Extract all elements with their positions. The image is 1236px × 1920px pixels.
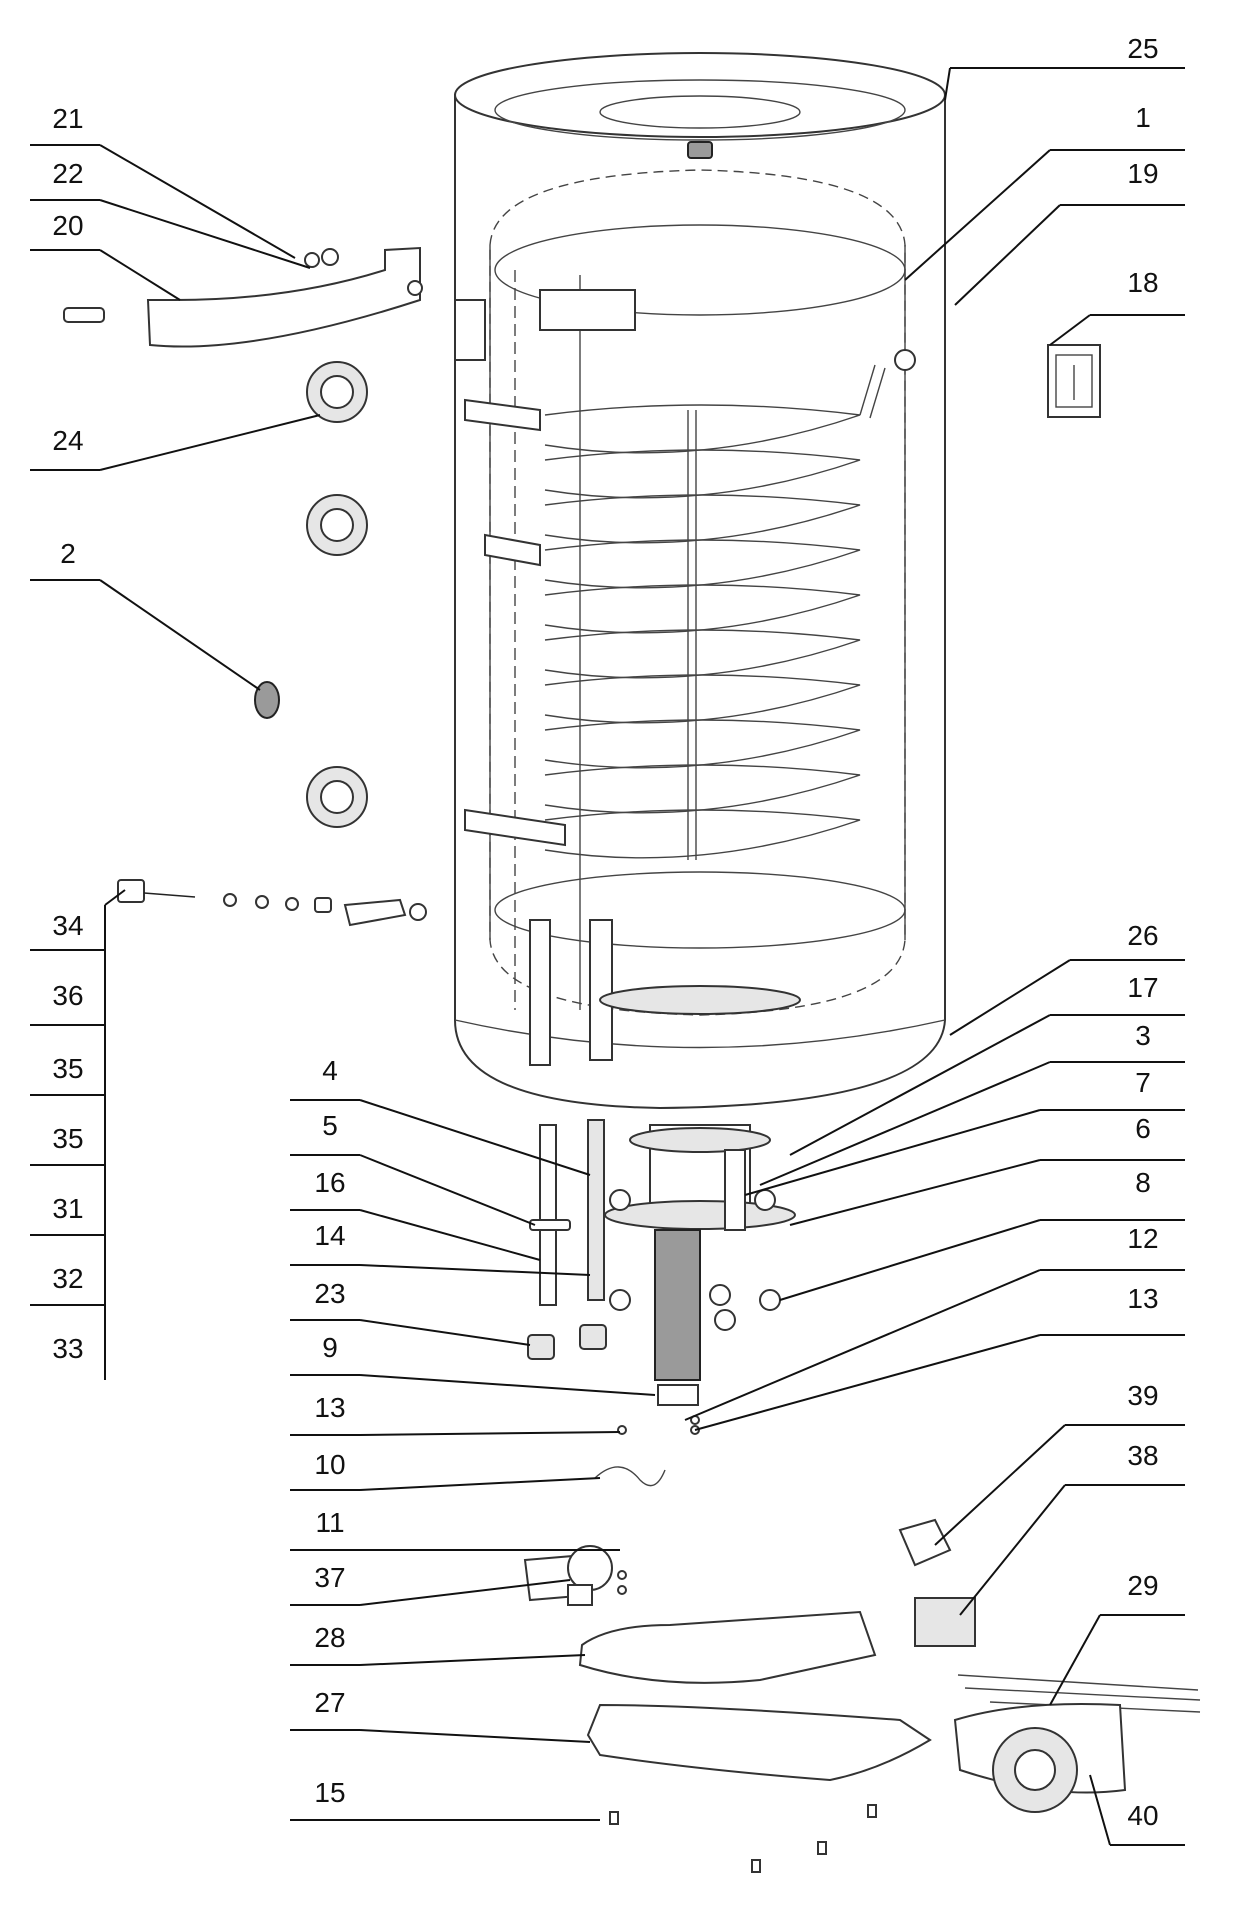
- callout-13-left: 13: [314, 1392, 345, 1423]
- callout-14: 14: [314, 1220, 345, 1251]
- callout-3: 3: [1135, 1020, 1151, 1051]
- electrical-components: [898, 1518, 1201, 1713]
- callout-37: 37: [314, 1562, 345, 1593]
- callout-2: 2: [60, 538, 76, 569]
- callout-26: 26: [1127, 920, 1158, 951]
- callout-12: 12: [1127, 1223, 1158, 1254]
- callout-25: 25: [1127, 33, 1158, 64]
- callout-13-right: 13: [1127, 1283, 1158, 1314]
- callout-35-b: 35: [52, 1123, 83, 1154]
- callout-15: 15: [314, 1777, 345, 1808]
- callout-7: 7: [1135, 1067, 1151, 1098]
- callout-32: 32: [52, 1263, 83, 1294]
- thermostat-wiring: [594, 1415, 700, 1487]
- callout-1: 1: [1135, 102, 1151, 133]
- heater-flange-assembly: [604, 1124, 796, 1406]
- callout-34: 34: [52, 910, 83, 941]
- control-unit-40: [953, 1703, 1127, 1813]
- lower-cover-28: [578, 1610, 877, 1684]
- callout-21: 21: [52, 103, 83, 134]
- callout-5: 5: [322, 1110, 338, 1141]
- callout-8: 8: [1135, 1167, 1151, 1198]
- bolts-nuts: [609, 1189, 781, 1331]
- callout-16: 16: [314, 1167, 345, 1198]
- callout-10: 10: [314, 1449, 345, 1480]
- mounting-bracket: [63, 246, 423, 348]
- callout-18: 18: [1127, 267, 1158, 298]
- callout-22: 22: [52, 158, 83, 189]
- callout-33: 33: [52, 1333, 83, 1364]
- callout-9: 9: [322, 1332, 338, 1363]
- sensor-probe-assembly: [117, 879, 427, 927]
- callout-19: 19: [1127, 158, 1158, 189]
- callout-40: 40: [1127, 1800, 1158, 1831]
- inner-tank: [489, 169, 906, 1016]
- callout-labels: 25 1 19 18 26 17 3 7 6 8 12 13 39 38 29 …: [52, 33, 1158, 1831]
- callout-24: 24: [52, 425, 83, 456]
- callout-6: 6: [1135, 1113, 1151, 1144]
- plug-item-2: [254, 681, 280, 719]
- base-plate-27: [586, 1703, 932, 1782]
- flange-gaskets: [306, 361, 368, 828]
- callout-20: 20: [52, 210, 83, 241]
- outer-casing: [454, 52, 946, 1110]
- callout-29: 29: [1127, 1570, 1158, 1601]
- heat-exchanger-coil: [544, 364, 886, 859]
- screws-15: [609, 1804, 877, 1873]
- callout-28: 28: [314, 1622, 345, 1653]
- callout-31: 31: [52, 1193, 83, 1224]
- tank-pipe-stubs: [454, 289, 916, 1066]
- callout-17: 17: [1127, 972, 1158, 1003]
- callout-11: 11: [315, 1507, 344, 1538]
- leader-lines: [30, 67, 1185, 1846]
- callout-4: 4: [322, 1055, 338, 1086]
- thermometer-display: [1047, 344, 1101, 418]
- callout-23: 23: [314, 1278, 345, 1309]
- callout-38: 38: [1127, 1440, 1158, 1471]
- valve-assembly: [523, 1545, 627, 1606]
- anode-and-tube: [527, 1119, 607, 1360]
- callout-39: 39: [1127, 1380, 1158, 1411]
- callout-36: 36: [52, 980, 83, 1011]
- callout-35-a: 35: [52, 1053, 83, 1084]
- callout-27: 27: [314, 1687, 345, 1718]
